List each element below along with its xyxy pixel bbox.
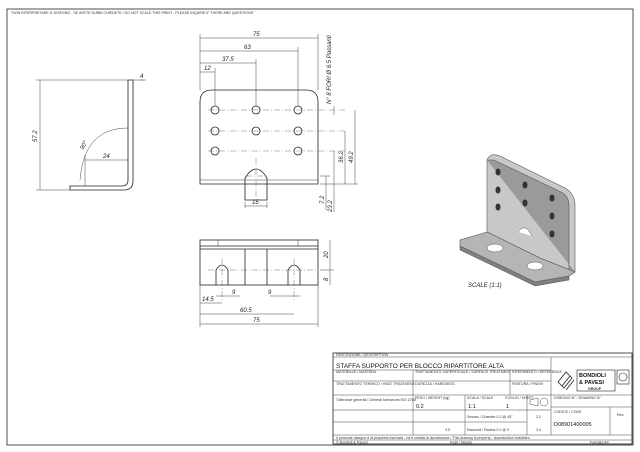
svg-text:& PAVESI: & PAVESI — [579, 380, 604, 386]
front-dim-49-2: 49.2 — [349, 151, 355, 163]
iso-scale-label: SCALE (1:1) — [468, 283, 502, 289]
value-3-2: 3.2 — [536, 415, 541, 419]
surface-treatment-label: TRATTAMENTO SUPERFICIALE / SURFACE TREAT… — [415, 370, 512, 374]
material-label: MATERIALE / MATERIAL — [336, 370, 377, 374]
top-dim-60-5: 60.5 — [240, 308, 252, 314]
header-note: "NON INTERPRETARE IL DISEGNO - SE AVETE … — [11, 11, 255, 15]
top-dim-9b: 9 — [268, 290, 272, 296]
reference-label: RIFERIMENTO / REFERENCE — [512, 370, 562, 374]
company-logo: BONDIOLI & PAVESI GROUP — [557, 369, 630, 392]
code-label: CODICE / CODE — [554, 410, 582, 414]
title-block: DESCRIZIONE / DESCRIPTION STAFFA SUPPORT… — [332, 352, 633, 445]
revision-label: Rev. — [617, 413, 624, 417]
side-dim-angle: 90° — [80, 140, 90, 151]
top-view: 20 8 14.5 9 9 60.5 75 — [199, 239, 334, 327]
sheet-value: 1 — [506, 404, 509, 410]
hardness-label: DUREZZA / HARDNESS — [415, 382, 455, 386]
side-view: 4 57.2 90° 24 — [33, 74, 146, 191]
sheet-label: FOGLIO / SHEET — [505, 396, 534, 400]
side-dim-57-2: 57.2 — [33, 130, 39, 142]
drawing-no-label: DISEGNO N° / DRAWING N° — [554, 396, 601, 400]
footer-mid: Fogli / Sheets — [450, 441, 472, 445]
drawing-code: D08901400005 — [554, 422, 592, 428]
side-dim-4: 4 — [140, 74, 144, 80]
radius-note: Raccordi / Radius 0.2 @ 0 — [467, 428, 509, 432]
tolerance-note: Tolleranze generali / General tolerances… — [336, 398, 416, 402]
svg-text:GROUP: GROUP — [588, 387, 602, 391]
property-note: Il presente disegno è di proprietà riser… — [336, 436, 530, 440]
hole-note: N° 8 FORI Ø 6.5 Passanti — [327, 35, 333, 104]
value-3-5: 3.5 — [445, 428, 450, 432]
scale-label: SCALA / SCALE — [467, 396, 494, 400]
scale-value: 1:1 — [468, 404, 476, 410]
weight-value: 0.2 — [416, 404, 424, 410]
value-3-4: 3.4 — [536, 428, 541, 432]
front-dim-12: 12 — [204, 66, 211, 72]
drawing-title: STAFFA SUPPORTO PER BLOCCO RIPARTITORE A… — [336, 363, 504, 370]
footer-right: Formato A4 — [590, 441, 609, 445]
projection-symbol-icon — [529, 397, 549, 407]
side-dim-24: 24 — [102, 154, 110, 160]
iso-view: SCALE (1:1) — [459, 154, 576, 289]
top-dim-8: 8 — [324, 277, 330, 281]
svg-text:BONDIOLI: BONDIOLI — [579, 373, 606, 379]
heat-treatment-label: TRATTAMENTO TERMICO / HEAT TREATMENT — [336, 382, 416, 386]
description-label: DESCRIZIONE / DESCRIPTION — [336, 353, 389, 357]
footer-left: © Bondioli & Pavesi — [336, 441, 368, 445]
front-dim-37-5: 37.5 — [222, 57, 234, 63]
drawing-frame — [6, 8, 634, 446]
top-dim-75: 75 — [253, 318, 260, 324]
front-dim-63: 63 — [244, 45, 251, 51]
chamfer-note: Smussi / Chamfer 0.2 @ 45° — [467, 415, 513, 419]
finish-label: FINITURA / FINISH — [512, 382, 544, 386]
front-dim-75: 75 — [253, 32, 260, 38]
top-dim-9a: 9 — [232, 290, 236, 296]
holes — [208, 105, 345, 156]
front-dim-23-2: 23.2 — [328, 200, 334, 213]
front-dim-7-2: 7.2 — [320, 195, 326, 204]
top-dim-14-5: 14.5 — [202, 297, 214, 303]
front-view: 75 63 37.5 12 N° 8 FORI Ø 6.5 Passanti 3… — [199, 32, 358, 213]
top-dim-20: 20 — [324, 251, 330, 259]
weight-label: PESO / WEIGHT (kg) — [415, 396, 449, 400]
front-dim-36-2: 36.2 — [339, 151, 345, 163]
front-dim-15: 15 — [252, 200, 259, 206]
